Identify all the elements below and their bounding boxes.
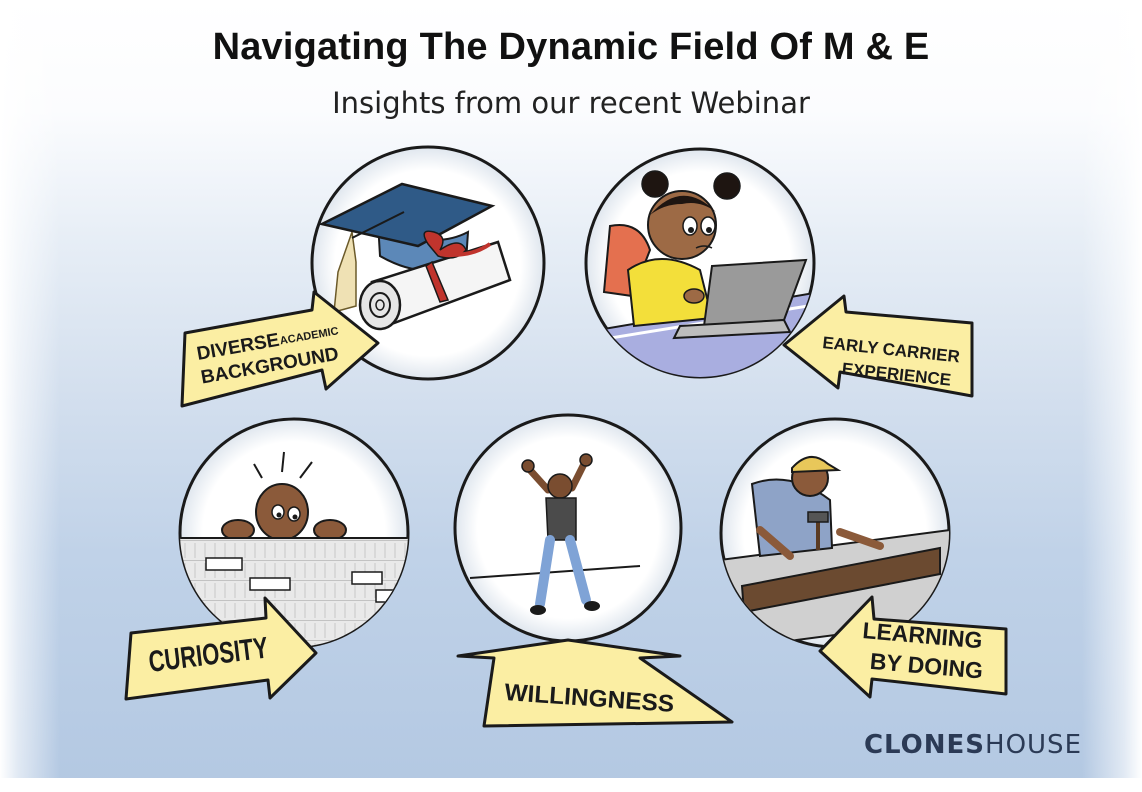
graduation-cap-icon	[318, 182, 512, 331]
panel-willingness: WILLINGNESS	[453, 413, 734, 728]
arrow-right-icon: DIVERSE ACADEMIC BACKGROUND	[180, 290, 380, 408]
logo-bold-text: CLONES	[863, 730, 986, 760]
panel-academic: DIVERSE ACADEMIC BACKGROUND	[180, 145, 546, 408]
page-title: Navigating The Dynamic Field Of M & E	[212, 26, 930, 68]
right-edge-fade	[1082, 0, 1142, 792]
panel-learning: LEARNING BY DOING	[719, 417, 1008, 699]
arrow-left-icon: LEARNING BY DOING	[818, 595, 1008, 699]
girl-laptop-icon	[586, 170, 814, 377]
cheering-man-icon	[469, 453, 641, 615]
arrow-right-icon: CURIOSITY	[124, 596, 318, 701]
brand-logo: CLONESHOUSE	[864, 730, 1082, 760]
arrow-up-icon: WILLINGNESS	[456, 638, 734, 728]
logo-light-text: HOUSE	[985, 730, 1082, 760]
left-edge-fade	[0, 0, 60, 792]
panel-curiosity: CURIOSITY	[124, 417, 410, 701]
bottom-strip	[0, 778, 1142, 792]
page-subtitle: Insights from our recent Webinar	[332, 86, 810, 120]
arrow-left-icon: EARLY CARRIER EXPERIENCE	[782, 294, 974, 398]
panel-career: EARLY CARRIER EXPERIENCE	[584, 147, 974, 398]
